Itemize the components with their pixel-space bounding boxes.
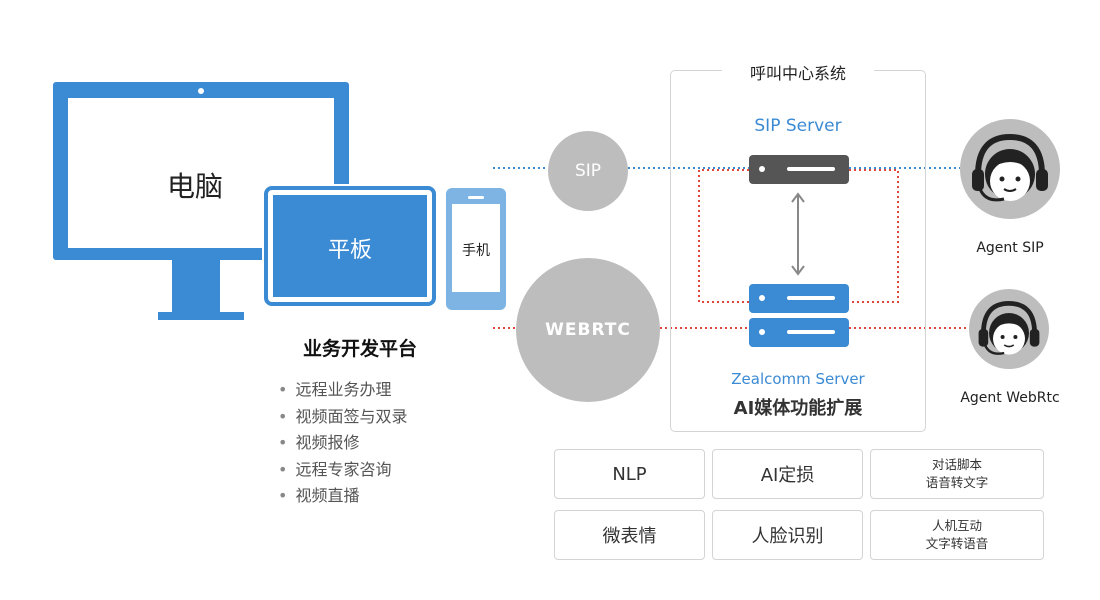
list-item: 远程专家咨询 bbox=[278, 460, 407, 487]
webrtc-protocol-node: WEBRTC bbox=[516, 258, 660, 402]
agent-sip-avatar-icon bbox=[960, 119, 1060, 219]
server-led bbox=[759, 295, 765, 301]
sip-protocol-label: SIP bbox=[574, 161, 602, 181]
feature-cell-micro-expression: 微表情 bbox=[554, 510, 705, 560]
call-center-title: 呼叫中心系统 bbox=[722, 60, 874, 84]
arrow-head-up bbox=[791, 192, 805, 203]
phone-speaker bbox=[468, 196, 484, 199]
desktop-camera bbox=[198, 88, 204, 94]
server-slot bbox=[787, 296, 835, 300]
server-slot bbox=[787, 330, 835, 334]
sip-protocol-node: SIP bbox=[548, 131, 628, 211]
ai-extension-label: AI媒体功能扩展 bbox=[733, 398, 863, 419]
feature-label: 微表情 bbox=[602, 526, 657, 547]
pc-label: 电脑 bbox=[166, 170, 223, 203]
server-slot bbox=[787, 167, 835, 171]
agent-webrtc-avatar-icon bbox=[969, 289, 1049, 369]
zealcomm-server-icon bbox=[749, 284, 849, 313]
headset-agent-icon bbox=[972, 133, 1048, 202]
desktop-stand bbox=[172, 260, 220, 314]
agent-sip-label: Agent SIP bbox=[976, 240, 1044, 256]
webrtc-protocol-label: WEBRTC bbox=[545, 320, 631, 340]
phone-screen bbox=[452, 204, 500, 292]
zealcomm-server-label: Zealcomm Server bbox=[731, 370, 865, 388]
feature-cell-script: 对话脚本 语音转文字 bbox=[870, 449, 1044, 499]
list-item: 远程业务办理 bbox=[278, 380, 407, 407]
list-item: 视频直播 bbox=[278, 486, 407, 513]
feature-cell-face-recognition: 人脸识别 bbox=[712, 510, 863, 560]
headset-agent-icon bbox=[978, 300, 1040, 355]
feature-cell-ai-damage: AI定损 bbox=[712, 449, 863, 499]
server-led bbox=[759, 329, 765, 335]
list-item: 视频面签与双录 bbox=[278, 407, 407, 434]
feature-label-line2: 语音转文字 bbox=[925, 475, 989, 490]
tablet-screen bbox=[273, 195, 427, 297]
feature-label-line2: 文字转语音 bbox=[925, 536, 989, 551]
phone-label: 手机 bbox=[462, 243, 490, 259]
feature-label-line1: 对话脚本 bbox=[931, 457, 982, 472]
desktop-stand-base bbox=[158, 312, 244, 320]
red-bracket-right bbox=[849, 169, 899, 303]
feature-label: AI定损 bbox=[760, 465, 815, 486]
list-item: 视频报修 bbox=[278, 433, 407, 460]
sip-server-icon bbox=[749, 155, 849, 184]
sip-server-label: SIP Server bbox=[754, 116, 842, 136]
feature-cell-nlp: NLP bbox=[554, 449, 705, 499]
zealcomm-server-icon bbox=[749, 318, 849, 347]
server-led bbox=[759, 166, 765, 172]
agent-webrtc-label: Agent WebRtc bbox=[960, 390, 1060, 406]
tablet-label: 平板 bbox=[327, 238, 372, 263]
platform-feature-list: 远程业务办理 视频面签与双录 视频报修 远程专家咨询 视频直播 bbox=[278, 380, 407, 513]
feature-label: NLP bbox=[612, 463, 647, 485]
platform-title: 业务开发平台 bbox=[302, 338, 417, 360]
feature-label-line1: 人机互动 bbox=[931, 518, 982, 533]
red-bracket-left bbox=[698, 169, 749, 303]
feature-label: 人脸识别 bbox=[751, 526, 824, 547]
feature-cell-interaction: 人机互动 文字转语音 bbox=[870, 510, 1044, 560]
tablet-icon bbox=[264, 186, 436, 306]
arrow-head-down bbox=[791, 265, 805, 276]
